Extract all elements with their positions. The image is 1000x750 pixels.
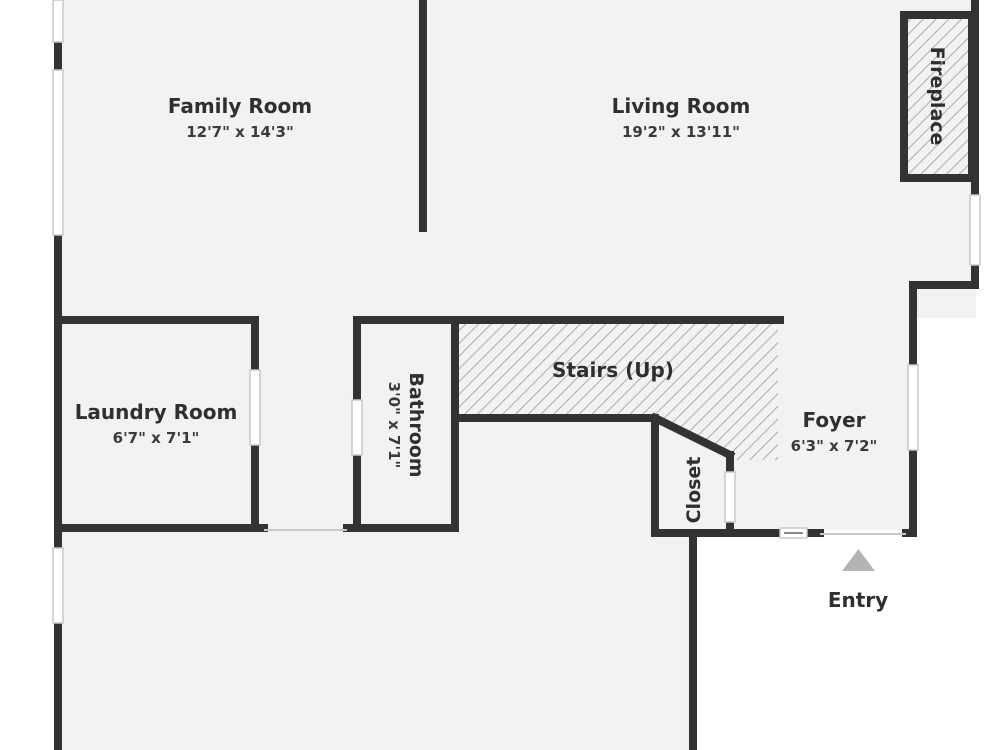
laundry-room-name: Laundry Room xyxy=(75,400,238,424)
living-room-name: Living Room xyxy=(612,94,751,118)
family-room-dims: 12'7" x 14'3" xyxy=(186,123,294,141)
bathroom-name: Bathroom xyxy=(405,372,427,477)
closet-name: Closet xyxy=(683,457,705,524)
entry-arrow-icon xyxy=(842,549,875,571)
living-room-dims: 19'2" x 13'11" xyxy=(622,123,740,141)
fireplace-name: Fireplace xyxy=(926,47,948,146)
foyer-dims: 6'3" x 7'2" xyxy=(791,437,878,455)
stairs-name: Stairs (Up) xyxy=(552,358,674,382)
foyer-name: Foyer xyxy=(802,408,865,432)
windows xyxy=(52,0,981,624)
stairs-area xyxy=(457,322,778,460)
entry-label: Entry xyxy=(828,588,888,612)
floor-area xyxy=(58,0,976,750)
family-room-name: Family Room xyxy=(168,94,312,118)
laundry-room-dims: 6'7" x 7'1" xyxy=(113,429,200,447)
bathroom-dims: 3'0" x 7'1" xyxy=(385,382,403,469)
